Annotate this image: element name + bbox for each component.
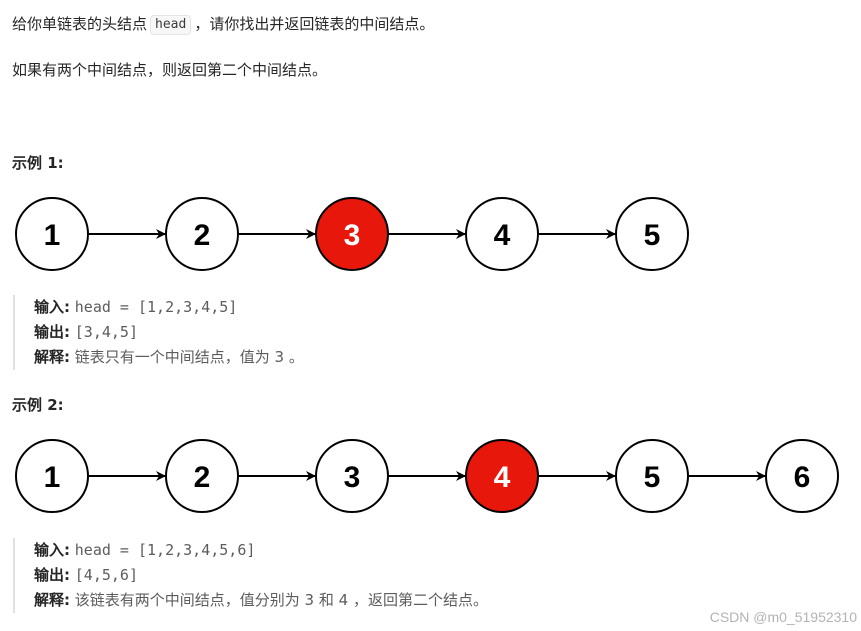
node-circle — [465, 197, 539, 271]
example-2-io-block: 输入: head = [1,2,3,4,5,6] 输出: [4,5,6] 解释:… — [13, 538, 488, 613]
input-value: head = [1,2,3,4,5,6] — [74, 541, 256, 559]
output-value: [4,5,6] — [74, 566, 138, 584]
input-label: 输入: — [34, 298, 70, 316]
example-1-linked-list-diagram: 1 2 3 4 5 — [15, 197, 689, 271]
example-1-title: 示例 1: — [12, 154, 64, 172]
explain-text: 该链表有两个中间结点，值分别为 3 和 4 ，返回第二个结点。 — [74, 591, 488, 609]
node-circle — [15, 439, 89, 513]
example-2-linked-list-diagram: 1 2 3 4 5 6 — [15, 439, 839, 513]
list-node-3: 3 — [315, 197, 389, 271]
input-label: 输入: — [34, 541, 70, 559]
example-1-output: 输出: [3,4,5] — [34, 320, 304, 345]
node-circle — [765, 439, 839, 513]
node-circle — [615, 439, 689, 513]
list-node-4: 4 — [465, 439, 539, 513]
list-node-2: 2 — [165, 197, 239, 271]
node-circle — [315, 439, 389, 513]
node-value: 5 — [644, 219, 661, 252]
output-label: 输出: — [34, 323, 70, 341]
list-node-6: 6 — [765, 439, 839, 513]
problem-text-before: 给你单链表的头结点 — [12, 15, 148, 33]
csdn-watermark: CSDN @m0_51952310 — [709, 609, 857, 625]
output-value: [3,4,5] — [74, 323, 138, 341]
list-node-3: 3 — [315, 439, 389, 513]
example-2-input: 输入: head = [1,2,3,4,5,6] — [34, 538, 488, 563]
node-circle — [615, 197, 689, 271]
example-1-explanation: 解释: 链表只有一个中间结点，值为 3 。 — [34, 345, 304, 370]
list-node-1: 1 — [15, 439, 89, 513]
node-value: 2 — [194, 219, 211, 252]
problem-description-line2: 如果有两个中间结点，则返回第二个中间结点。 — [12, 61, 328, 79]
list-node-1: 1 — [15, 197, 89, 271]
list-node-2: 2 — [165, 439, 239, 513]
node-value: 5 — [644, 461, 661, 494]
node-value: 6 — [794, 461, 811, 494]
example-2-output: 输出: [4,5,6] — [34, 563, 488, 588]
example-1-io-block: 输入: head = [1,2,3,4,5] 输出: [3,4,5] 解释: 链… — [13, 295, 304, 370]
explain-label: 解释: — [34, 591, 70, 609]
node-circle — [15, 197, 89, 271]
problem-text-after: ，请你找出并返回链表的中间结点。 — [194, 15, 435, 33]
middle-node-circle — [315, 197, 389, 271]
list-node-4: 4 — [465, 197, 539, 271]
node-value: 4 — [494, 219, 511, 252]
explain-label: 解释: — [34, 348, 70, 366]
node-value: 1 — [44, 461, 61, 494]
input-value: head = [1,2,3,4,5] — [74, 298, 238, 316]
node-circle — [165, 197, 239, 271]
middle-node-circle — [465, 439, 539, 513]
head-code: head — [150, 15, 192, 35]
explain-text: 链表只有一个中间结点，值为 3 。 — [74, 348, 304, 366]
node-circle — [165, 439, 239, 513]
list-node-5: 5 — [615, 439, 689, 513]
node-value: 3 — [344, 461, 361, 494]
node-value: 2 — [194, 461, 211, 494]
example-2-explanation: 解释: 该链表有两个中间结点，值分别为 3 和 4 ，返回第二个结点。 — [34, 588, 488, 613]
list-node-5: 5 — [615, 197, 689, 271]
node-value: 4 — [494, 461, 511, 494]
node-value: 3 — [344, 219, 361, 252]
output-label: 输出: — [34, 566, 70, 584]
example-1-input: 输入: head = [1,2,3,4,5] — [34, 295, 304, 320]
example-2-title: 示例 2: — [12, 396, 64, 414]
node-value: 1 — [44, 219, 61, 252]
